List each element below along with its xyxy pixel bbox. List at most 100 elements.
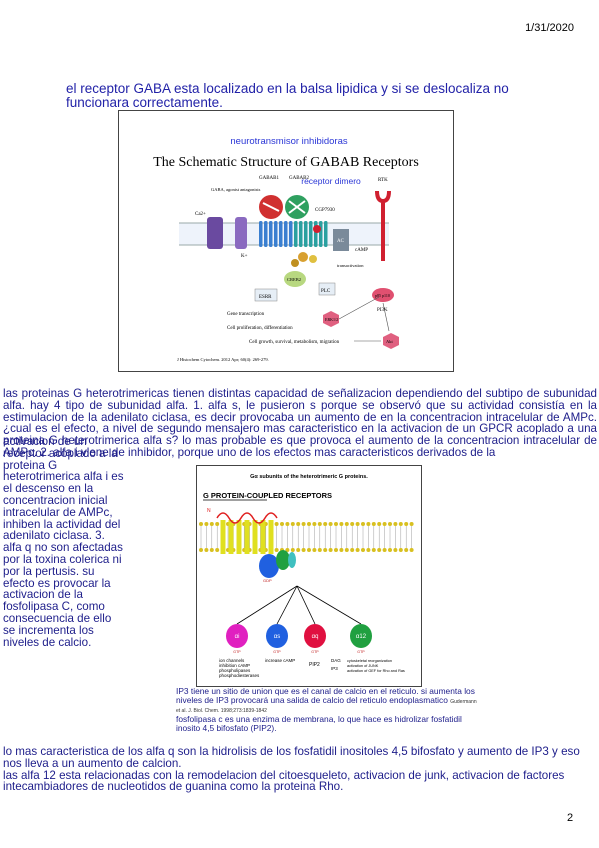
helix [274,221,278,247]
lipid-head [398,548,403,552]
helix [304,221,308,247]
label-k: K+ [241,254,248,259]
lipid-head [317,522,322,526]
paragraph-alpha-subunits: las proteinas G heterotrimericas tienen … [3,387,597,459]
lipid-head [323,522,328,526]
fig2-header: G PROTEIN-COUPLED RECEPTORS [203,491,332,500]
lipid-head [301,548,306,552]
lipid-head [398,522,403,526]
alpha-s-subunit-gtp: GTP [273,650,281,654]
helix [294,221,298,247]
fig2-gdp: GDP [263,578,272,583]
lipid-head [371,548,376,552]
lipid-head [409,548,414,552]
label-gaba-b1: GABAB1 [259,176,280,181]
label-prolif: Cell proliferation, differentiation [227,326,293,331]
bottom-text: lo mas caracteristica de los alfa q son … [3,746,597,793]
transmembrane-helices [259,221,328,247]
label-akt: Akt [386,339,393,344]
page-number: 2 [567,812,574,824]
helix [314,221,318,247]
alpha-q-subunit-gtp: GTP [311,650,319,654]
effect-pip2: PIP2 [309,662,320,668]
lipid-head [404,548,409,552]
helix [284,221,288,247]
lipid-head [371,522,376,526]
lipid-head [301,522,306,526]
label-transactivation: transactivation [337,263,364,268]
bottom-paragraph-1: lo mas caracteristica de los alfa q son … [3,745,580,770]
label-camp: cAMP [355,248,368,253]
plc-box [318,282,336,296]
pdk-node [372,288,394,302]
fig2-title: Gα subunits of the heterotrimeric G prot… [250,474,368,480]
helix [259,221,263,247]
creb-node [284,271,306,287]
beta-subunit [276,550,290,570]
lipid-head [409,522,414,526]
lipid-head [344,522,349,526]
fig1-annotation-bottom: receptor dimero [301,176,361,186]
alpha-12-subunit-label: α12 [356,634,367,640]
esrr-box [254,288,278,302]
lipid-head [290,548,295,552]
lipid-head [355,522,360,526]
label-pi3k: PI3K [377,308,388,313]
lipid-head [296,548,301,552]
helix [279,221,283,247]
helix [269,221,273,247]
alpha-q-subunit-label: αq [312,634,319,640]
lipid-head [334,522,338,526]
label-plc: PLC [321,289,331,294]
lipid-head [323,548,328,552]
lipid-head [328,522,333,526]
lipid-head [366,522,371,526]
lipid-head [377,548,382,552]
ca-channel [207,217,223,249]
label-pdk: p85 p110 [375,293,390,298]
lipid-head [393,548,398,552]
gpcr-helices [220,520,274,554]
fig1-title: The Schematic Structure of GABAB Recepto… [153,155,419,170]
lipid-head [199,548,203,552]
alpha-i-subunit-label: αi [235,634,240,640]
caption-plc: fosfolipasa c es una enzima de membrana,… [176,713,462,733]
alpha-subunit [259,554,279,578]
label-erk: ERK1/2 [325,317,338,322]
lipid-head [209,522,214,526]
lipid-head [388,522,392,526]
lipid-head [344,548,349,552]
lipid-head [280,522,284,526]
label-growth: Cell growth, survival, metabolism, migra… [249,340,340,345]
label-ac: AC [337,239,345,244]
lipid-head [296,522,301,526]
fig1-annotation-top: neurotransmisor inhibidoras [230,136,347,147]
effect-alpha-s: increase cAMP [265,658,295,663]
rtk-receptor [375,190,391,261]
effect-dag: DAG [331,658,341,663]
side-column-text: activacion de un receptor acoplado a la … [3,435,124,649]
lipid-head [404,522,409,526]
alpha-s-subunit [266,624,288,648]
page-date: 1/31/2020 [525,22,574,34]
lipid-head [339,522,344,526]
lipid-head [388,548,392,552]
adenylate-cyclase [333,229,349,251]
lipid-head [382,548,387,552]
label-cgp: CGP7930 [315,208,335,213]
alpha-q-subunit [304,624,326,648]
lipid-head [199,522,203,526]
lipid-head [307,522,311,526]
lipid-head [215,548,220,552]
label-creb: CREB2 [287,277,301,282]
heading-text: el receptor GABA esta localizado en la b… [66,81,509,110]
label-agonist: GABA, agonist antagonists [211,187,261,193]
label-esrr: ESRR [259,295,272,300]
alpha-s-subunit-label: αs [274,634,280,640]
erk-node [323,311,339,327]
svg-text:N: N [207,508,211,514]
lipid-head [285,522,290,526]
lipid-head [355,548,360,552]
